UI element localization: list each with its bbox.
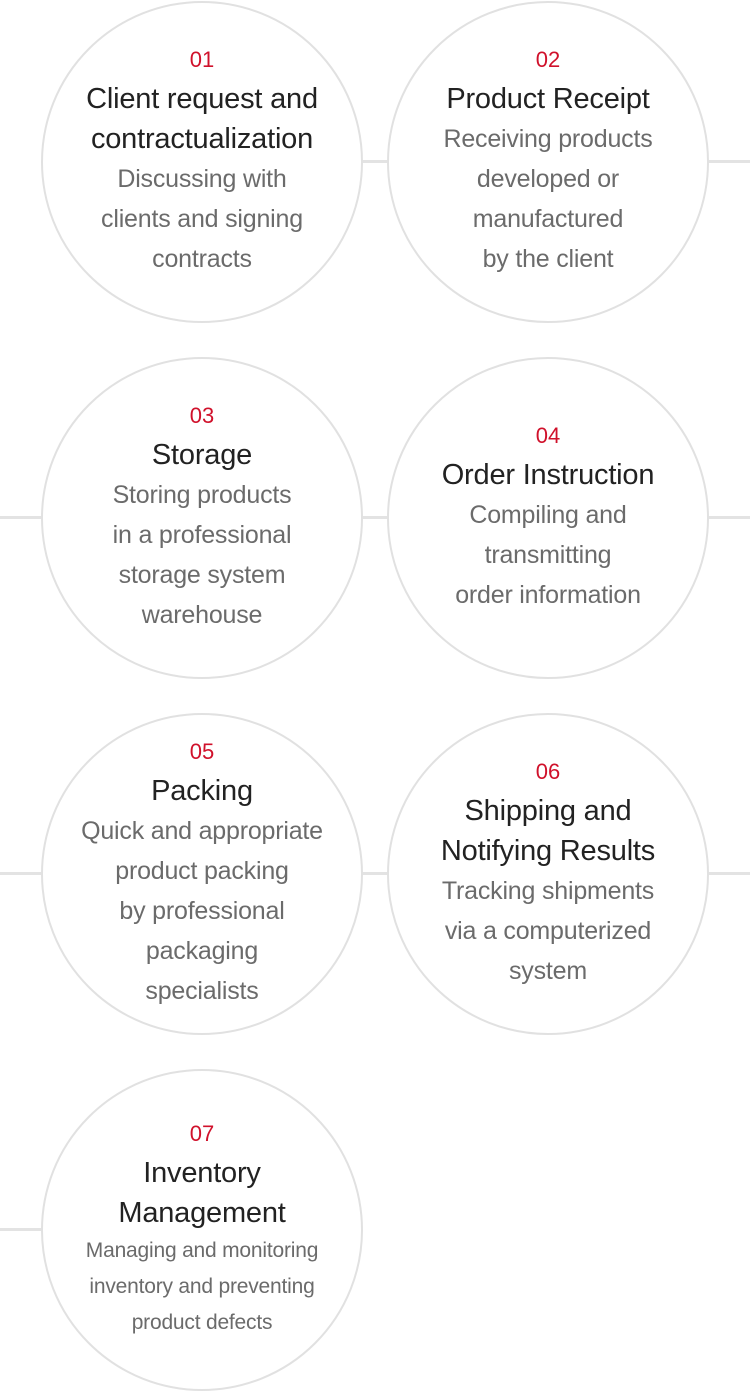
step-description: Tracking shipments via a computerized sy… bbox=[441, 877, 655, 985]
connector-line bbox=[708, 872, 750, 875]
step-number: 03 bbox=[189, 403, 215, 428]
connector-line bbox=[362, 872, 388, 875]
connector-line bbox=[0, 1228, 42, 1231]
step-description: Receiving products developed or manufact… bbox=[443, 125, 653, 273]
step-title: Product Receipt bbox=[446, 83, 650, 115]
connector-line bbox=[0, 516, 42, 519]
step-number: 06 bbox=[535, 759, 561, 784]
step-title: Inventory Management bbox=[118, 1157, 286, 1229]
step-description: Discussing with clients and signing cont… bbox=[101, 165, 303, 273]
step-circle-05: 05 Packing Quick and appropriate product… bbox=[41, 713, 363, 1035]
connector-line bbox=[708, 160, 750, 163]
step-title: Client request and contractualization bbox=[86, 83, 318, 155]
step-number: 02 bbox=[535, 47, 561, 72]
step-description: Storing products in a professional stora… bbox=[112, 481, 292, 629]
step-circle-04: 04 Order Instruction Compiling and trans… bbox=[387, 357, 709, 679]
step-number: 07 bbox=[189, 1121, 215, 1146]
step-circle-06: 06 Shipping and Notifying Results Tracki… bbox=[387, 713, 709, 1035]
step-number: 05 bbox=[189, 739, 215, 764]
step-circle-07: 07 Inventory Management Managing and mon… bbox=[41, 1069, 363, 1391]
step-circle-02: 02 Product Receipt Receiving products de… bbox=[387, 1, 709, 323]
connector-line bbox=[362, 516, 388, 519]
connector-line bbox=[0, 872, 42, 875]
step-description: Managing and monitoring inventory and pr… bbox=[85, 1239, 319, 1334]
step-number: 04 bbox=[535, 423, 561, 448]
step-title: Storage bbox=[151, 439, 253, 471]
step-description: Quick and appropriate product packing by… bbox=[81, 817, 323, 1005]
step-title: Order Instruction bbox=[441, 459, 655, 491]
step-title: Packing bbox=[151, 775, 253, 807]
step-number: 01 bbox=[189, 47, 215, 72]
connector-line bbox=[708, 516, 750, 519]
step-circle-03: 03 Storage Storing products in a profess… bbox=[41, 357, 363, 679]
connector-line bbox=[362, 160, 388, 163]
step-circle-01: 01 Client request and contractualization… bbox=[41, 1, 363, 323]
step-description: Compiling and transmitting order informa… bbox=[455, 501, 641, 609]
step-title: Shipping and Notifying Results bbox=[440, 795, 656, 867]
